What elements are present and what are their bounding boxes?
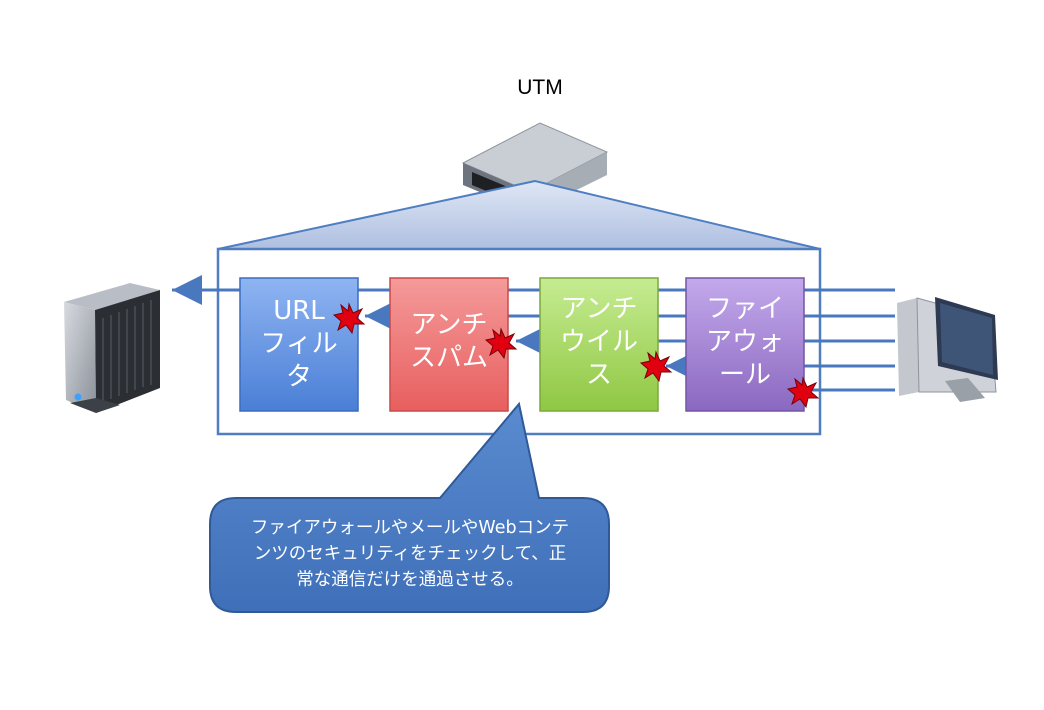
tower-server-icon bbox=[64, 283, 160, 413]
module-anti-spam-label: アンチ スパム bbox=[409, 310, 488, 373]
threat-burst-icon bbox=[786, 376, 820, 409]
threat-burst-icon bbox=[332, 302, 366, 335]
module-anti-virus-label: アンチ ウイル ス bbox=[559, 294, 638, 390]
threat-burst-icon bbox=[639, 350, 673, 383]
module-url-filter-label: URL フィル タ bbox=[260, 296, 338, 392]
callout-text: ファイアウォールやメールやWebコンテ ンツのセキュリティをチェックして、正 常… bbox=[250, 518, 570, 590]
utm-scope-triangle bbox=[217, 179, 821, 250]
module-anti-spam bbox=[389, 277, 509, 412]
module-firewall bbox=[685, 277, 805, 412]
module-url-filter bbox=[239, 277, 359, 412]
module-firewall-label: ファイ アウォ ール bbox=[705, 294, 784, 390]
callout-bubble bbox=[209, 401, 610, 613]
utm-label: UTM bbox=[517, 76, 563, 99]
desktop-monitor-icon bbox=[897, 297, 998, 402]
threat-burst-icon bbox=[484, 327, 518, 360]
module-anti-virus bbox=[539, 277, 659, 412]
